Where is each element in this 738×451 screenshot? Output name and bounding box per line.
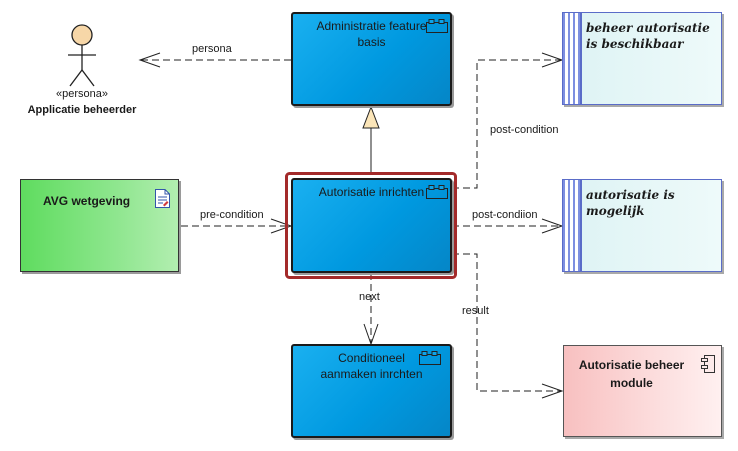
conditioneel-line1: Conditioneel bbox=[338, 351, 405, 365]
generalization-arrowhead bbox=[362, 105, 380, 129]
state-bars bbox=[563, 180, 582, 271]
autorisatie-mogelijk-state[interactable]: autorisatie is mogelijk bbox=[562, 179, 722, 272]
pre-condition-label: pre-condition bbox=[200, 209, 264, 221]
post-condition-label: post-condition bbox=[490, 124, 559, 136]
autorisatie-beheer-module-line1: Autorisatie beheer bbox=[578, 358, 685, 372]
conditioneel-line2: aanmaken inrchten bbox=[320, 367, 423, 381]
autorisatie-beheer-module-title: Autorisatie beheer module bbox=[568, 356, 695, 392]
beheer-autorisatie-state[interactable]: beheer autorisatie is beschikbaar bbox=[562, 12, 722, 105]
post-condiion-label: post-condiion bbox=[472, 209, 538, 221]
autorisatie-mogelijk-title: autorisatie is mogelijk bbox=[586, 187, 675, 219]
admin-feature-line2: basis bbox=[357, 35, 386, 49]
autorisatie-beheer-module-node[interactable]: Autorisatie beheer module bbox=[563, 345, 722, 437]
document-icon bbox=[155, 189, 170, 208]
avg-wetgeving-node[interactable]: AVG wetgeving bbox=[20, 179, 179, 272]
autorisatie-mogelijk-line2: mogelijk bbox=[586, 204, 645, 218]
actor-name: Applicatie beheerder bbox=[27, 104, 137, 116]
actor-legs bbox=[69, 68, 95, 87]
conditioneel-node[interactable]: Conditioneel aanmaken inrchten bbox=[291, 344, 452, 438]
admin-feature-node[interactable]: Administratie feature basis bbox=[291, 12, 452, 106]
autorisatie-beheer-module-line2: module bbox=[610, 376, 653, 390]
autorisatie-inrichten-node[interactable]: Autorisatie inrichten bbox=[291, 178, 452, 273]
state-bars bbox=[563, 13, 582, 104]
admin-feature-line1: Administratie feature bbox=[316, 19, 427, 33]
autorisatie-inrichten-line1: Autorisatie inrichten bbox=[318, 185, 425, 199]
actor-stereotype: «persona» bbox=[56, 88, 108, 100]
actor-head bbox=[71, 24, 93, 46]
component-icon bbox=[419, 351, 441, 365]
component-icon bbox=[426, 185, 448, 199]
conditioneel-title: Conditioneel aanmaken inrchten bbox=[297, 350, 446, 382]
beheer-autorisatie-line1: beheer autorisatie bbox=[586, 21, 710, 35]
component-icon bbox=[701, 355, 715, 373]
beheer-autorisatie-line2: is beschikbaar bbox=[586, 37, 684, 51]
next-label: next bbox=[359, 291, 380, 303]
result-label: result bbox=[462, 305, 489, 317]
component-icon bbox=[426, 19, 448, 33]
beheer-autorisatie-title: beheer autorisatie is beschikbaar bbox=[586, 20, 710, 52]
result-connector[interactable] bbox=[452, 253, 562, 392]
selection-frame bbox=[285, 172, 457, 279]
admin-feature-title: Administratie feature basis bbox=[297, 18, 446, 50]
result-arrowhead bbox=[541, 383, 564, 399]
autorisatie-mogelijk-line1: autorisatie is bbox=[586, 188, 675, 202]
actor-figure[interactable] bbox=[68, 24, 96, 87]
autorisatie-inrichten-title: Autorisatie inrichten bbox=[297, 184, 446, 200]
avg-wetgeving-title: AVG wetgeving bbox=[43, 194, 131, 208]
post-condition-connector[interactable] bbox=[452, 59, 562, 189]
persona-arrowhead bbox=[138, 52, 161, 68]
persona-label: persona bbox=[192, 43, 232, 55]
